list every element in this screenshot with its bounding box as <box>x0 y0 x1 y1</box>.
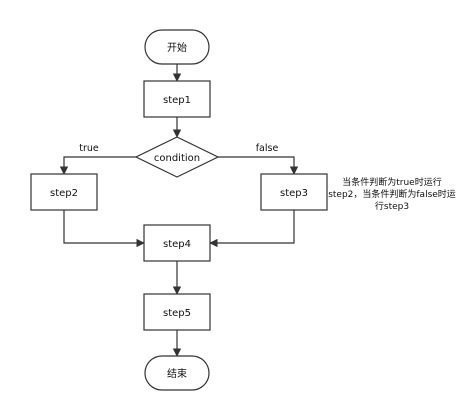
node-end: 结束 <box>144 355 210 391</box>
step4-label: step4 <box>163 239 191 250</box>
step2-label: step2 <box>50 188 78 199</box>
edge-label-false: false <box>256 143 279 154</box>
connectors <box>59 64 299 357</box>
step3-box <box>260 173 328 211</box>
node-step1: step1 <box>143 80 211 118</box>
annotation-note: 当条件判断为true时运行 step2，当条件判断为false时运 行step3 <box>328 176 456 212</box>
annotation-line-1: 当条件判断为true时运行 <box>342 176 441 188</box>
edge-label-true: true <box>79 143 99 154</box>
edge-condition-to-step2 <box>59 156 136 175</box>
node-step5: step5 <box>143 293 211 331</box>
end-terminator-shape <box>144 355 210 391</box>
node-step2: step2 <box>30 173 98 211</box>
start-terminator-shape <box>144 29 210 65</box>
edge-step2-to-step4 <box>63 210 145 248</box>
step3-label: step3 <box>280 188 308 199</box>
annotation-line-2: step2，当条件判断为false时运 <box>328 188 456 200</box>
edge-step3-to-step4 <box>209 210 295 248</box>
step2-box <box>30 173 98 211</box>
start-label: 开始 <box>167 41 187 54</box>
step4-box <box>143 224 211 262</box>
edge-condition-to-step3 <box>218 156 299 175</box>
node-step4: step4 <box>143 224 211 262</box>
condition-label: condition <box>154 153 200 164</box>
step5-label: step5 <box>163 308 191 319</box>
node-start: 开始 <box>144 29 210 65</box>
condition-diamond <box>134 136 220 178</box>
node-step3: step3 <box>260 173 328 211</box>
step1-label: step1 <box>163 95 191 106</box>
node-condition: condition <box>134 136 220 178</box>
end-label: 结束 <box>167 367 187 380</box>
step1-box <box>143 80 211 118</box>
step5-box <box>143 293 211 331</box>
annotation-line-3: 行step3 <box>375 200 409 212</box>
